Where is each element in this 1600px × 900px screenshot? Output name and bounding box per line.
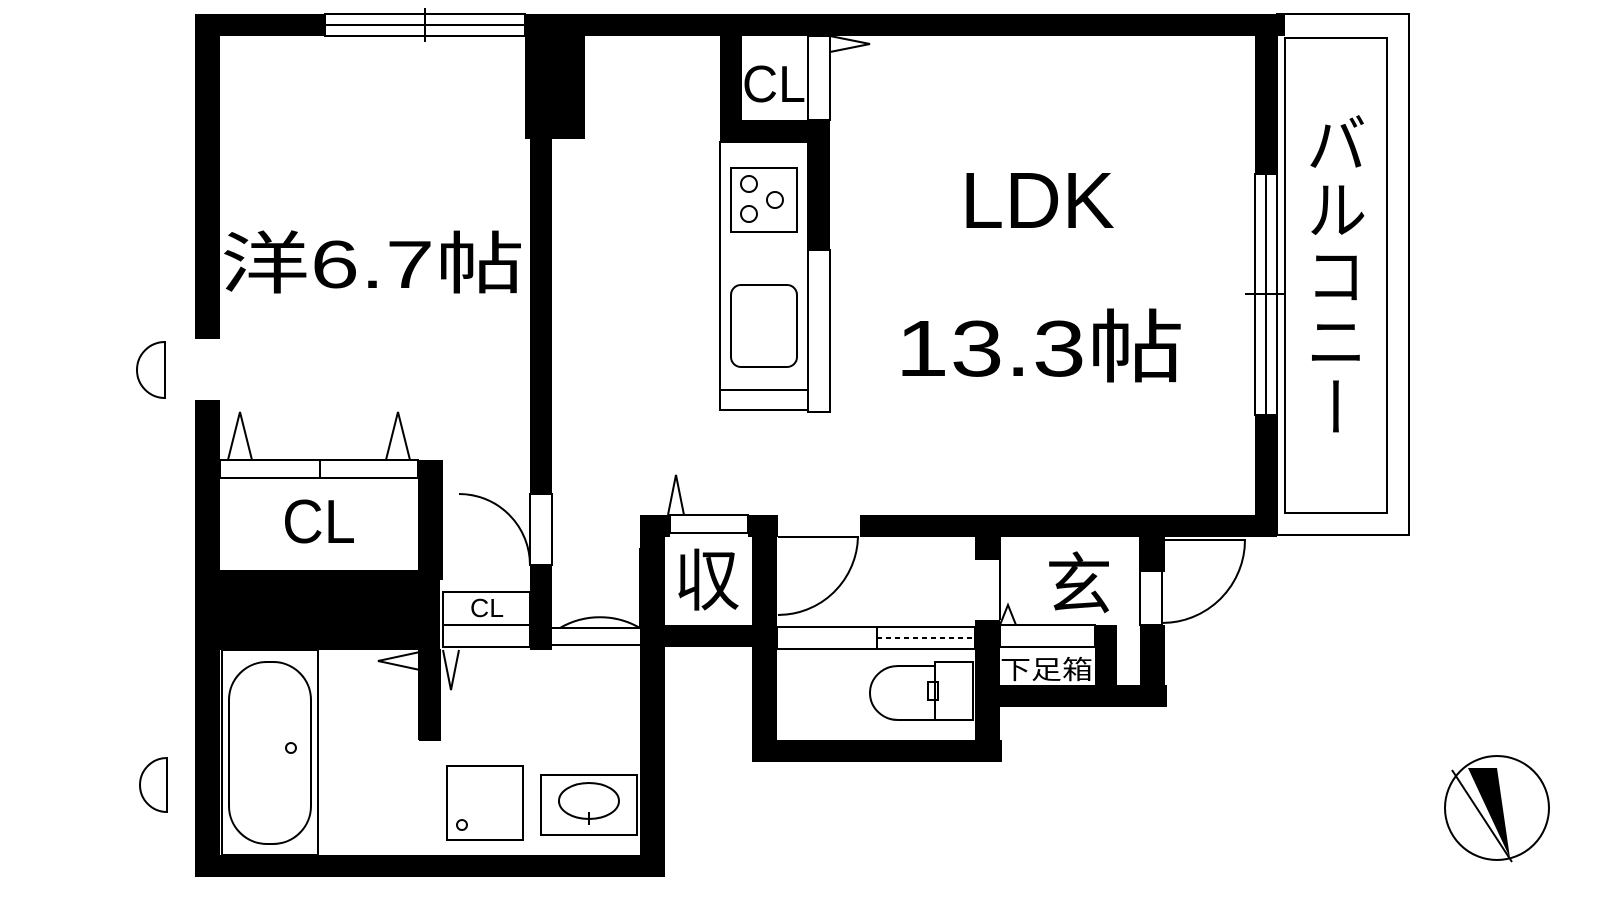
door-swing-icon xyxy=(136,340,166,400)
closet-bedroom-label: CL xyxy=(282,488,356,557)
entrance-label: 玄 xyxy=(1045,548,1113,624)
door-swing-icon xyxy=(559,548,641,630)
toilet-icon xyxy=(869,661,974,721)
balcony xyxy=(1276,13,1410,536)
interior-lines xyxy=(219,35,1163,741)
ldk-name-label: LDK xyxy=(960,156,1115,245)
washbasin-icon xyxy=(540,774,638,836)
western-room-label: 洋6.7帖 xyxy=(220,227,525,303)
door-swing-icon xyxy=(1161,539,1247,624)
sliding-window-icon xyxy=(324,8,526,42)
balcony-label: バルコニー xyxy=(1296,110,1365,440)
door-swing-icon xyxy=(777,536,860,616)
stove-icon xyxy=(730,167,798,233)
sink-icon xyxy=(730,284,798,368)
doors xyxy=(136,35,1247,814)
door-swing-icon xyxy=(139,756,168,814)
shoe-box-label: 下足箱 xyxy=(1000,655,1093,685)
sliding-window-icon xyxy=(1245,173,1285,416)
walls xyxy=(195,14,1285,877)
closet-kitchen-label: CL xyxy=(742,56,806,114)
north-arrow-icon xyxy=(1444,755,1550,863)
door-swing-icon xyxy=(458,493,531,566)
closet-small-label: CL xyxy=(470,593,504,623)
ldk-size-label: 13.3帖 xyxy=(895,304,1185,393)
bathtub-icon xyxy=(221,649,319,856)
storage-label: 収 xyxy=(673,544,741,620)
washing-machine-icon xyxy=(446,765,524,841)
